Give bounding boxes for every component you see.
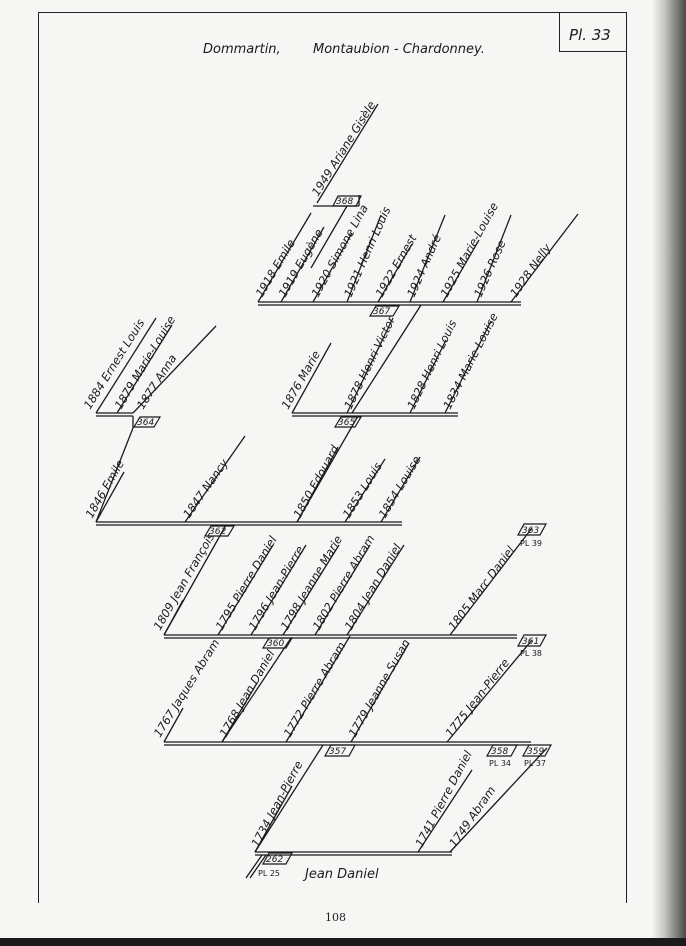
scan-bottom-edge	[0, 938, 686, 946]
person-label: 1772 Pierre Abram	[281, 639, 349, 739]
ref-357: 357	[329, 747, 346, 757]
ref-359: 359	[527, 747, 544, 757]
ref-262: 262	[266, 855, 283, 865]
plate-frame	[38, 12, 627, 903]
person-label: 1775 Jean-Pierre	[442, 656, 512, 740]
plate-ref-39: PL 39	[520, 539, 542, 548]
plate-ref-25: PL 25	[258, 869, 280, 878]
ref-364: 364	[137, 418, 154, 428]
ref-labels: 368 367 364 365 362 363 360 361 357 358 …	[137, 197, 544, 865]
plate-ref-labels: PL 39 PL 38 PL 34 PL 37 PL 25	[258, 539, 546, 878]
plate-number: Pl. 33	[569, 26, 611, 44]
person-label: 1734 Jean-Pierre	[248, 758, 305, 849]
person-label: 1767 Jaques Abram	[151, 636, 223, 739]
ref-361: 361	[522, 637, 539, 647]
person-label: 1878 Henri Victor	[341, 313, 398, 411]
header-title-right: Montaubion - Chardonney.	[313, 42, 485, 57]
page-number: 108	[325, 911, 346, 924]
plate-ref-38: PL 38	[520, 649, 542, 658]
ref-367: 367	[373, 307, 390, 317]
person-label: 1949 Ariane Gisèle	[309, 99, 379, 199]
ref-365: 365	[338, 418, 355, 428]
person-label: 1805 Marc Daniel	[445, 543, 518, 633]
ref-360: 360	[267, 639, 284, 649]
person-label: 1876 Marie	[278, 348, 323, 411]
ref-368: 368	[336, 197, 353, 207]
person-label: 1795 Pierre Daniel	[213, 533, 281, 633]
plate-ref-34: PL 34	[489, 759, 511, 768]
person-label: 1804 Jean Daniel	[342, 541, 405, 633]
ref-358: 358	[491, 747, 508, 757]
person-label: 1768 Jean Daniel	[216, 647, 278, 740]
header-title-left: Dommartin,	[203, 42, 281, 57]
person-labels: 1949 Ariane Gisèle 1918 Emile 1919 Eugèn…	[81, 99, 554, 850]
person-label: 1846 Emile	[82, 457, 127, 520]
person-label: 1850 Edouard	[290, 442, 342, 520]
plate-number-box	[559, 12, 627, 52]
person-label: 1779 Jeanne Susan	[345, 637, 412, 740]
ref-363: 363	[522, 526, 539, 536]
tree-lines	[95, 103, 579, 879]
plate-ref-37: PL 37	[524, 759, 546, 768]
ref-362: 362	[209, 527, 226, 537]
person-label: 1847 Nancy	[180, 456, 231, 521]
ref-boxes	[132, 195, 553, 865]
person-label: 1928 Nelly	[507, 241, 554, 300]
person-label: 1809 Jean François	[150, 531, 217, 633]
page-gutter-shadow	[652, 0, 686, 946]
root-name: Jean Daniel	[302, 867, 379, 882]
